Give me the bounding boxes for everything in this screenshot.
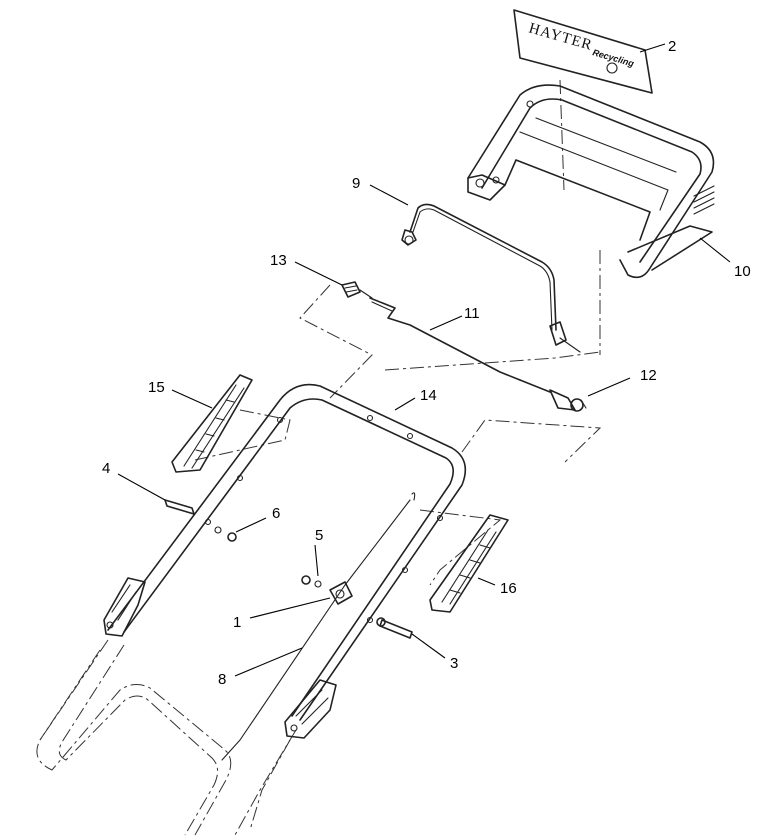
part-12-cable-adjuster [519, 379, 587, 412]
callout-2: 2 [668, 38, 676, 55]
part-16-right-clamp [429, 514, 509, 613]
right-handle-knob [284, 679, 337, 739]
callout-3: 3 [450, 655, 458, 672]
callout-labels: 2 9 13 10 11 12 14 15 4 6 5 16 1 3 8 [102, 38, 751, 688]
callout-11: 11 [464, 305, 480, 322]
leader-lines [117, 43, 731, 677]
part-15-left-clamp [171, 374, 253, 473]
part-4-bolt [164, 499, 195, 515]
callout-1: 1 [233, 614, 241, 631]
part-1-cable [221, 492, 416, 761]
part-10-handle-grip [467, 84, 715, 279]
part-13-cable-clip [341, 281, 373, 299]
callout-4: 4 [102, 460, 110, 477]
callout-16: 16 [500, 580, 517, 597]
callout-12: 12 [640, 367, 657, 384]
assembly-guide-lines [39, 79, 602, 831]
part-5-nut-washer [301, 575, 322, 588]
decal-brand-text: HAYTER [527, 20, 594, 53]
part-3-bolt [376, 617, 413, 639]
callout-14: 14 [420, 387, 437, 404]
callout-5: 5 [315, 527, 323, 544]
grip-ribs [693, 185, 715, 215]
callout-10: 10 [734, 263, 751, 280]
decal-model-text: Recycling [591, 47, 635, 68]
callout-13: 13 [270, 252, 287, 269]
part-9-bail-bar [401, 203, 581, 353]
callout-9: 9 [352, 175, 360, 192]
part-11-control-cable [369, 297, 521, 381]
left-handle-knob [103, 577, 146, 637]
callout-6: 6 [272, 505, 280, 522]
callout-8: 8 [218, 671, 226, 688]
part-6-nut [214, 526, 237, 542]
part-8-lower-handle [36, 639, 297, 836]
callout-15: 15 [148, 379, 165, 396]
part-14-upper-handle [107, 383, 467, 721]
part-2-decal: HAYTER Recycling [513, 9, 653, 94]
